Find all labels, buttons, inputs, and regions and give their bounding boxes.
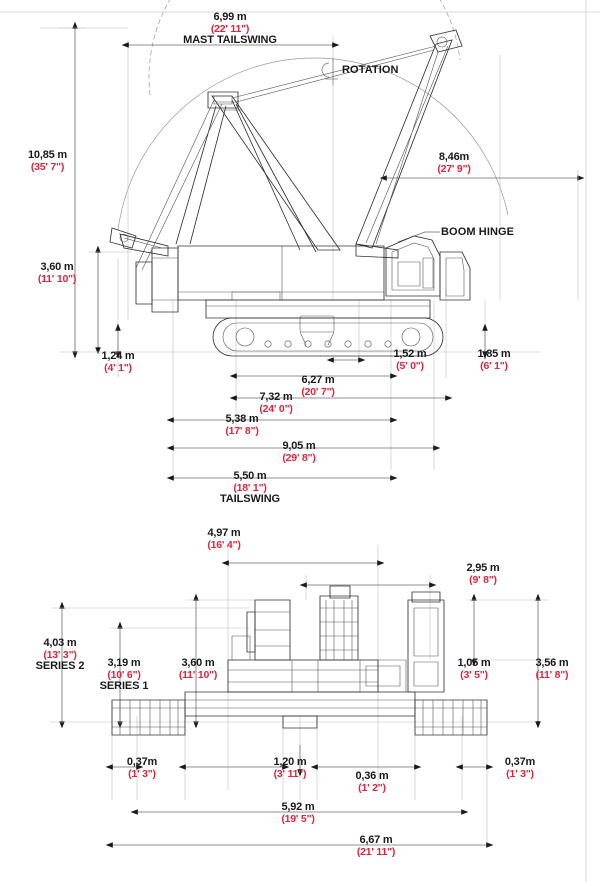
dim-value-metric: 3,60 m	[181, 657, 215, 669]
label-rotation: ROTATION	[342, 64, 399, 76]
dim-value-imperial: (3' 5")	[460, 668, 488, 681]
dim-boom-hinge-height: 1,85 m (6' 1")	[448, 348, 540, 372]
dim-value-metric: 5,92 m	[281, 801, 315, 813]
dim-value-metric: 9,05 m	[282, 440, 316, 452]
dim-value-imperial: (20' 7")	[301, 385, 335, 398]
dim-value-imperial: (9' 8")	[469, 573, 497, 586]
machine-front-view	[112, 586, 487, 735]
dim-counterweight-clearance: 3,60 m (11' 10")	[11, 261, 103, 285]
dim-rear-tail-radius: 5,38 m (17' 8")	[196, 413, 288, 437]
dim-value-imperial: (11' 10")	[37, 272, 77, 285]
dim-value-metric: 1,05 m	[457, 657, 491, 669]
dim-value-metric: 1,24 m	[101, 350, 135, 362]
dim-caption: TAILSWING	[220, 493, 280, 506]
dim-value-imperial: (16' 4")	[207, 538, 241, 551]
dim-value-metric: 8,46m	[438, 151, 470, 163]
dim-value-metric: 6,67 m	[359, 834, 393, 846]
dim-value-imperial: (24' 0")	[259, 402, 293, 415]
dim-value-imperial: (13' 3")	[43, 648, 77, 661]
dim-upper-width: 4,97 m (16' 4")	[178, 527, 270, 551]
dim-value-imperial: (17' 8")	[225, 424, 259, 437]
dim-value-metric: 1,85 m	[477, 348, 511, 360]
label-boom-hinge: BOOM HINGE	[441, 226, 514, 238]
label-rotation-text: ROTATION	[342, 64, 399, 76]
dim-cab-offset: 2,95 m (9' 8")	[437, 562, 529, 586]
dim-value-metric: 2,95 m	[466, 562, 500, 574]
dim-value-metric: 7,32 m	[259, 391, 293, 403]
dim-value-imperial: (11' 8")	[535, 668, 569, 681]
dim-tailswing: 5,50 m (18' 1") TAILSWING	[190, 470, 310, 506]
dim-value-imperial: (1' 3")	[506, 767, 534, 780]
dim-value-metric: 5,38 m	[225, 413, 259, 425]
dim-value-imperial: (22' 11")	[210, 22, 250, 35]
dim-ground-clearance-rear: 1,24 m (4' 1")	[72, 350, 164, 374]
dim-value-imperial: (11' 10")	[178, 668, 218, 681]
dim-value-imperial: (21' 11")	[356, 845, 396, 858]
machine-side-view	[110, 30, 470, 356]
dim-overall-width: 6,67 m (21' 11")	[330, 834, 422, 858]
dim-value-metric: 0,37m	[504, 756, 536, 768]
dim-track-shoe-left: 0,37m (1' 3")	[102, 756, 182, 780]
label-boom-hinge-text: BOOM HINGE	[441, 226, 515, 238]
dim-boom-foot-offset: 1,52 m (5' 0")	[364, 348, 456, 372]
dim-value-imperial: (19' 5")	[281, 812, 315, 825]
side-view-group	[40, 0, 585, 481]
dim-track-length: 7,32 m (24' 0")	[230, 391, 322, 415]
dim-height-series-2: 4,03 m (13' 3") SERIES 2	[0, 637, 122, 673]
dim-value-imperial: (1' 3")	[128, 767, 156, 780]
dim-value-imperial: (5' 0")	[396, 359, 424, 372]
dim-value-metric: 1,52 m	[393, 348, 427, 360]
dim-track-gauge-half: 1,20 m (3' 11")	[248, 756, 332, 780]
dim-value-metric: 0,36 m	[355, 770, 389, 782]
dim-value-metric: 3,60 m	[40, 261, 74, 273]
dim-caption: SERIES 2	[35, 660, 85, 673]
dim-value-metric: 5,50 m	[233, 470, 267, 482]
dim-overall-height: 10,85 m (35' 7")	[0, 149, 95, 173]
dim-value-imperial: (3' 11")	[273, 767, 307, 780]
dim-value-metric: 3,56 m	[535, 657, 569, 669]
dim-value-metric: 0,37m	[126, 756, 158, 768]
dim-value-imperial: (18' 1")	[233, 481, 267, 494]
dim-value-imperial: (29' 8")	[282, 451, 316, 464]
rotation-centerline-symbol	[322, 58, 338, 85]
dim-value-imperial: (4' 1")	[104, 361, 132, 374]
dim-value-imperial: (27' 9")	[437, 162, 471, 175]
dim-caption: MAST TAILSWING	[183, 34, 277, 47]
dim-cab-height: 3,60 m (11' 10")	[152, 657, 244, 681]
front-view-group	[50, 545, 548, 848]
dim-overall-height-front: 3,56 m (11' 8")	[508, 657, 596, 681]
dim-value-metric: 4,97 m	[207, 527, 241, 539]
dim-center-gap: 0,36 m (1' 2")	[330, 770, 414, 794]
dim-value-imperial: (6' 1")	[480, 359, 508, 372]
dim-value-metric: 6,27 m	[301, 374, 335, 386]
dim-rear-reach: 8,46m (27' 9")	[404, 151, 504, 175]
dim-overall-length: 9,05 m (29' 8")	[253, 440, 345, 464]
dim-value-metric: 3,19 m	[107, 657, 141, 669]
dim-caption: SERIES 1	[99, 680, 149, 693]
dim-value-metric: 1,20 m	[273, 756, 307, 768]
dim-mast-tailswing: 6,99 m (22' 11") MAST TAILSWING	[150, 11, 310, 47]
dim-value-metric: 10,85 m	[28, 149, 67, 161]
dim-track-shoe-right: 0,37m (1' 3")	[480, 756, 560, 780]
dim-value-imperial: (10' 6")	[107, 668, 141, 681]
dim-cab-top-clearance: 1,05 m (3' 5")	[432, 657, 516, 681]
dim-value-metric: 6,99 m	[213, 11, 247, 23]
dim-value-imperial: (1' 2")	[358, 781, 386, 794]
dim-track-gauge: 5,92 m (19' 5")	[252, 801, 344, 825]
dim-value-imperial: (35' 7")	[30, 160, 65, 173]
dim-height-series-1: 3,19 m (10' 6") SERIES 1	[68, 657, 180, 693]
dim-track-to-hinge: 6,27 m (20' 7")	[272, 374, 364, 398]
dim-value-metric: 4,03 m	[43, 637, 77, 649]
